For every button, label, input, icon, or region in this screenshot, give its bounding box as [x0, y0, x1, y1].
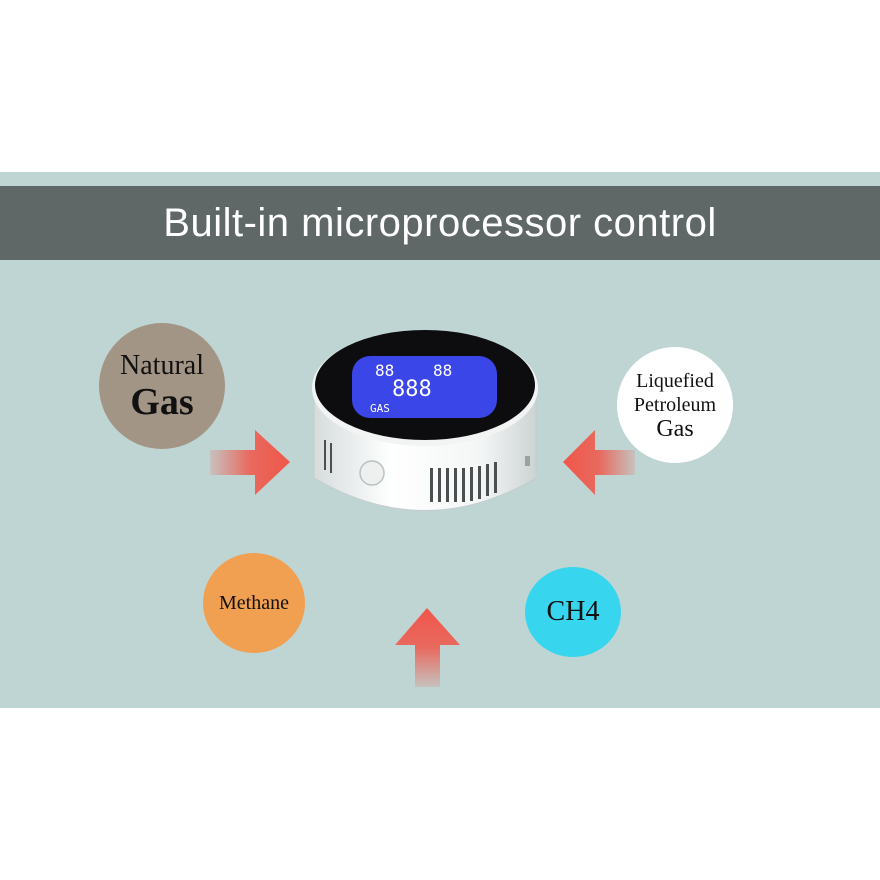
arrow-right-icon: [210, 430, 290, 495]
title-banner: [0, 186, 880, 260]
lpg-label-line3: Gas: [656, 416, 694, 442]
display-top-right: 88: [433, 361, 452, 380]
natural-gas-bubble: Natural Gas: [99, 323, 225, 449]
gas-detector-device: 88 88 888 GAS: [312, 330, 538, 511]
ch4-label: CH4: [546, 596, 600, 627]
methane-bubble: Methane: [203, 553, 305, 653]
methane-label: Methane: [219, 591, 289, 614]
arrow-left-icon: [563, 430, 635, 495]
natural-gas-label-line2: Gas: [130, 381, 194, 423]
lpg-label-line2: Petroleum: [633, 394, 717, 416]
lpg-label-line1: Liquefied: [636, 370, 714, 392]
arrow-up-icon: [395, 608, 460, 687]
ch4-bubble: CH4: [525, 567, 621, 657]
display-main-value: 888: [392, 377, 432, 402]
lpg-bubble: Liquefied Petroleum Gas: [617, 347, 733, 463]
banner-title: Built-in microprocessor control: [163, 201, 717, 245]
display-top-left: 88: [375, 361, 394, 380]
natural-gas-label-line1: Natural: [120, 350, 204, 381]
display-gas-label: GAS: [370, 402, 390, 415]
